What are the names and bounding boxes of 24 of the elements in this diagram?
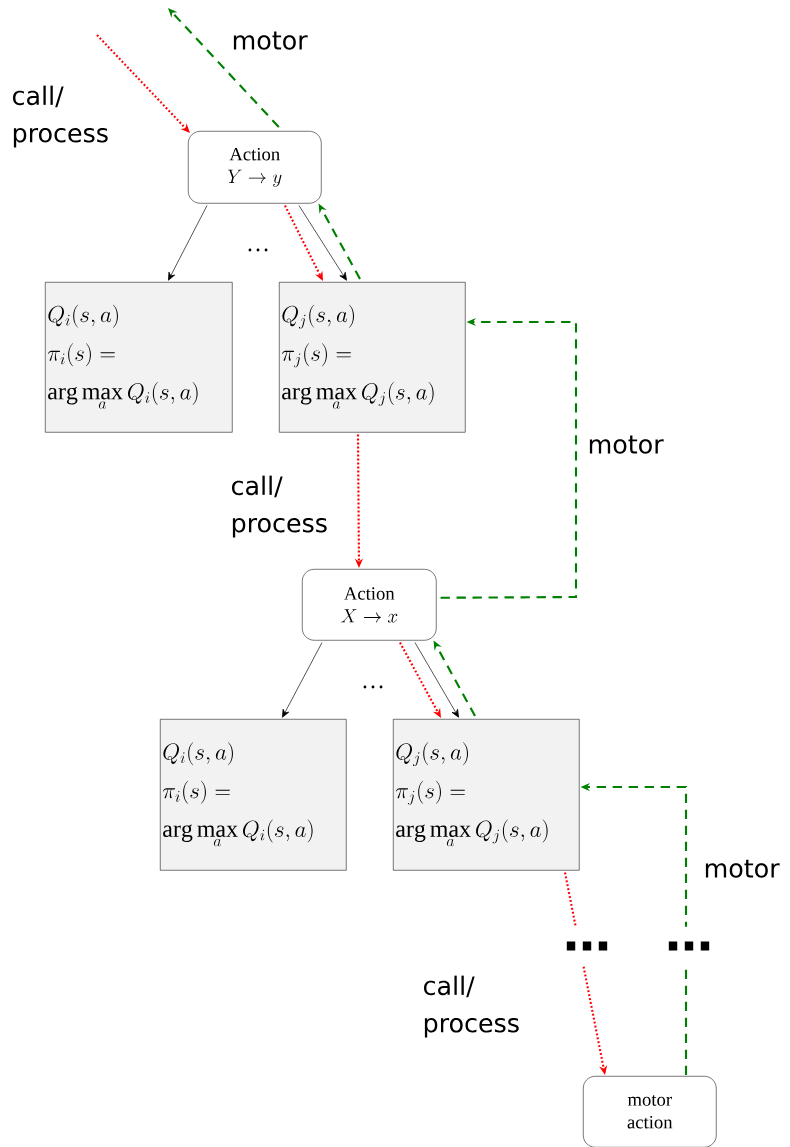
arrow — [96, 34, 190, 133]
arrow — [168, 8, 280, 128]
ellipsis: … — [363, 685, 383, 689]
q-value-box: $Q_j(s,a)$ $\pi_j(s) =$ $\arg\max_a Q_j(s,a)$ — [393, 719, 580, 871]
q-value-box: $Q_i(s,a)$ $\pi_i(s) =$ $\arg\max_a Q_i(s,a)$ — [160, 719, 347, 871]
q-value-box: $Q_j(s,a)$ $\pi_j(s) =$ $\arg\max_a Q_j(s,a)$ — [279, 282, 466, 433]
motor-action-box: motor action — [583, 1076, 717, 1147]
q-value-box: $Q_i(s,a)$ $\pi_i(s) =$ $\arg\max_a Q_i(s,a)$ — [45, 282, 233, 433]
arrow — [168, 205, 208, 281]
edge-label: call/ process — [424, 975, 519, 1038]
ellipsis: … — [248, 248, 268, 252]
edge-label: call/ process — [232, 475, 327, 538]
edge-label: motor — [589, 435, 664, 454]
arrow — [399, 642, 441, 718]
arrow — [298, 205, 347, 281]
arrow — [414, 642, 459, 718]
edge-label: motor — [233, 31, 308, 50]
edge-label: call/ process — [13, 85, 108, 148]
ellipsis: … — [665, 926, 713, 966]
action-box: Action $X\to x$ — [302, 569, 437, 641]
action-box: Action $Y\to y$ — [188, 131, 322, 204]
ellipsis: … — [563, 926, 611, 966]
arrow — [282, 642, 323, 718]
edge-label: motor — [705, 859, 780, 878]
